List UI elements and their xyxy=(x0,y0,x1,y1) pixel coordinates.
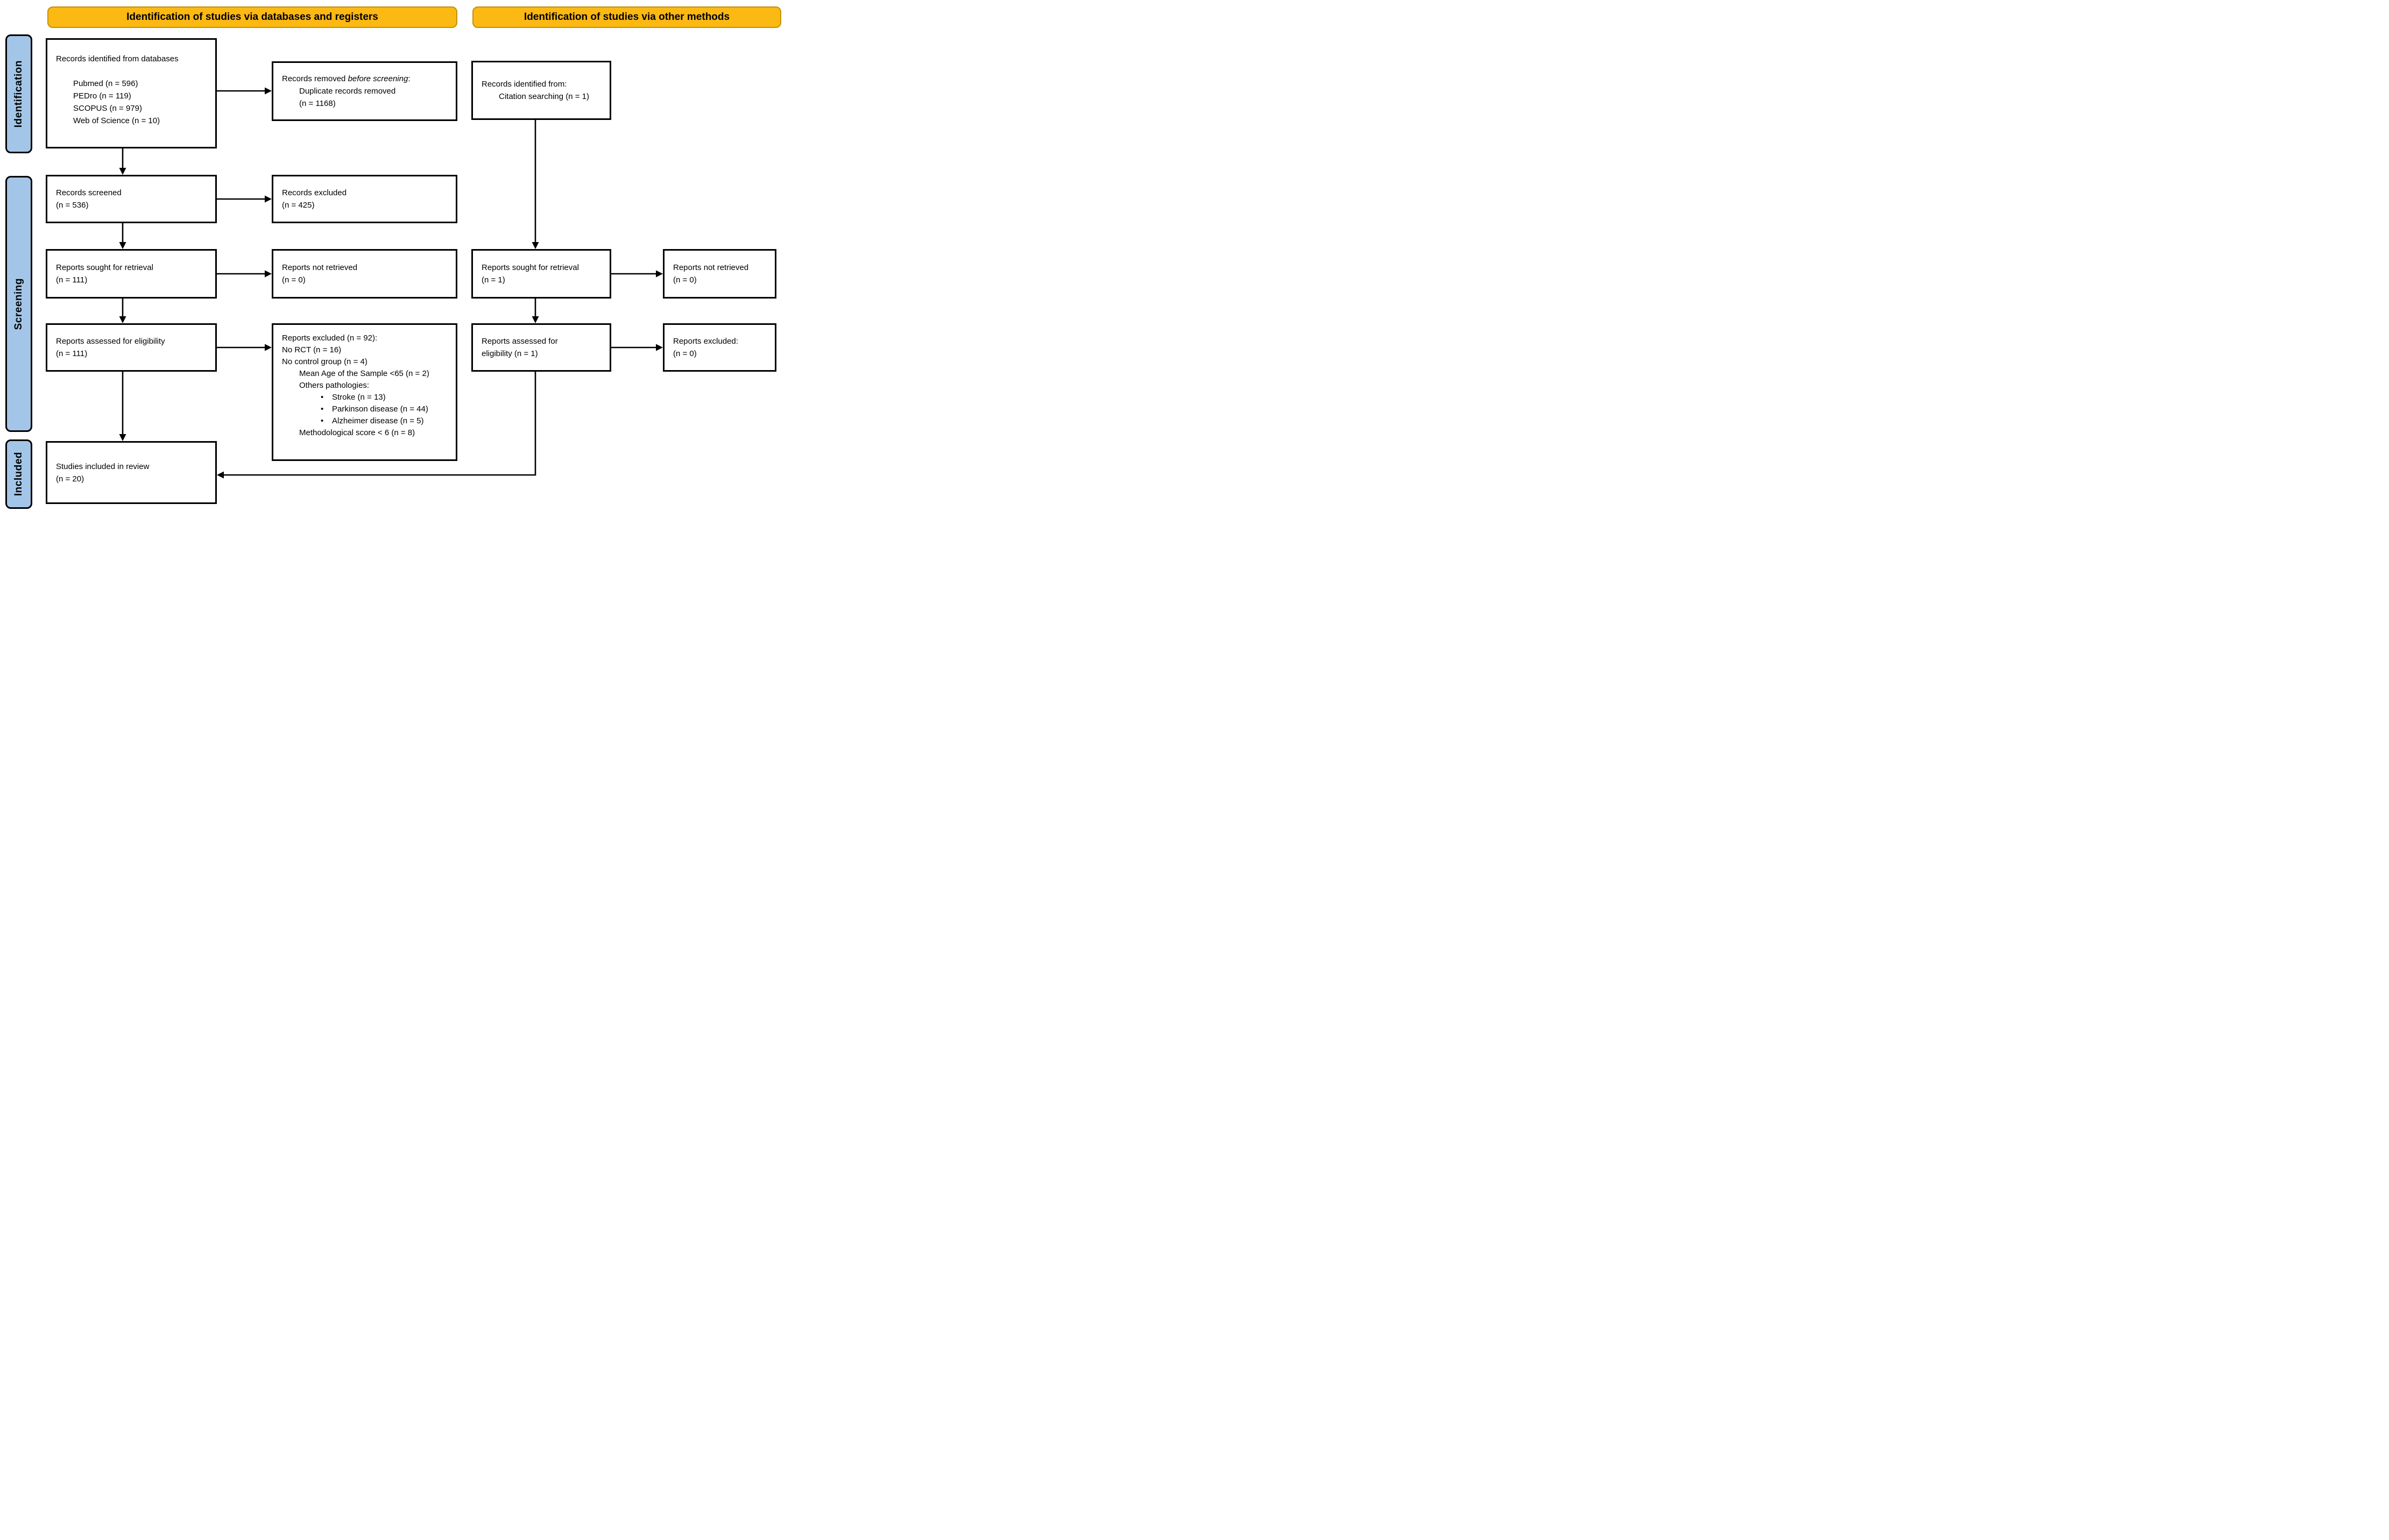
box-text-line: Reports excluded (n = 92): xyxy=(282,333,378,343)
banner-databases-registers: Identification of studies via databases … xyxy=(47,6,457,28)
arrow-assessed-other-to-excluded-other xyxy=(611,344,663,351)
arrow-citation-to-sought-other xyxy=(532,120,539,249)
box-text-line: Records excluded xyxy=(282,188,347,197)
arrow-sought-other-to-assessed-other xyxy=(532,299,539,323)
box-text-line: No control group (n = 4) xyxy=(282,357,367,366)
box-text-line: (n = 536) xyxy=(56,201,89,210)
box-studies-included: Studies included in review (n = 20) xyxy=(46,441,217,504)
box-text-line: Mean Age of the Sample <65 (n = 2) xyxy=(299,369,429,378)
box-text-line: (n = 1) xyxy=(482,275,505,285)
box-reports-sought-other: Reports sought for retrieval (n = 1) xyxy=(471,249,611,299)
arrow-screened-to-sought xyxy=(119,223,126,249)
stage-included: Included xyxy=(5,439,32,509)
box-text-line: Reports not retrieved xyxy=(673,263,749,272)
box-text-line: Others pathologies: xyxy=(299,381,370,390)
arrow-sought-to-not-retrieved xyxy=(217,270,272,278)
prisma-flow-diagram: Identification of studies via databases … xyxy=(0,0,796,515)
bullet-text: Parkinson disease (n = 44) xyxy=(332,404,428,414)
blank-line xyxy=(47,65,215,77)
database-count-item: Pubmed (n = 596) xyxy=(73,79,138,88)
box-text-line: eligibility (n = 1) xyxy=(482,349,538,358)
box-text-line: Reports not retrieved xyxy=(282,263,358,272)
arrow-screened-to-excluded xyxy=(217,195,272,203)
box-text-line: (n = 1168) xyxy=(299,99,336,108)
box-reports-sought: Reports sought for retrieval (n = 111) xyxy=(46,249,217,299)
box-text-line: Records screened xyxy=(56,188,122,197)
database-count-item: PEDro (n = 119) xyxy=(73,91,131,101)
box-records-excluded: Records excluded (n = 425) xyxy=(272,175,457,223)
database-count-item: SCOPUS (n = 979) xyxy=(73,104,142,113)
box-text-line: Records removed before screening: xyxy=(273,73,456,85)
bullet-dot xyxy=(321,415,332,427)
box-reports-excluded-other: Reports excluded: (n = 0) xyxy=(663,323,776,372)
box-text-line: No RCT (n = 16) xyxy=(282,345,342,354)
exclusion-bullet-item: Alzheimer disease (n = 5) xyxy=(273,415,456,427)
bullet-dot xyxy=(321,392,332,403)
box-text-line: Studies included in review xyxy=(56,462,150,471)
box-text-line: Reports sought for retrieval xyxy=(56,263,153,272)
text-italic: before screening xyxy=(348,74,408,83)
database-count-item: Web of Science (n = 10) xyxy=(73,116,160,125)
text-prefix: Records removed xyxy=(282,74,348,83)
bullet-text: Stroke (n = 13) xyxy=(332,393,386,402)
box-records-identified-other: Records identified from: Citation search… xyxy=(471,61,611,120)
box-text-line: Reports sought for retrieval xyxy=(482,263,579,272)
arrow-identified-to-screened xyxy=(119,148,126,175)
box-text-line: Reports excluded: xyxy=(673,337,738,346)
stage-identification: Identification xyxy=(5,34,32,153)
box-records-identified-databases: Records identified from databases Pubmed… xyxy=(46,38,217,148)
box-text-line: Reports assessed for eligibility xyxy=(56,337,165,346)
stage-screening-label: Screening xyxy=(13,278,24,330)
exclusion-bullet-item: Stroke (n = 13) xyxy=(273,392,456,403)
bullet-dot xyxy=(321,403,332,415)
box-text-line: (n = 0) xyxy=(673,349,697,358)
box-reports-not-retrieved-other: Reports not retrieved (n = 0) xyxy=(663,249,776,299)
box-text-line: (n = 111) xyxy=(56,275,88,285)
banner-other-methods-label: Identification of studies via other meth… xyxy=(524,11,730,23)
stage-included-label: Included xyxy=(13,452,24,496)
box-reports-assessed: Reports assessed for eligibility (n = 11… xyxy=(46,323,217,372)
box-reports-excluded-reasons: Reports excluded (n = 92): No RCT (n = 1… xyxy=(272,323,457,461)
box-records-removed-before-screening: Records removed before screening: Duplic… xyxy=(272,61,457,121)
box-records-screened: Records screened (n = 536) xyxy=(46,175,217,223)
box-text-line: Duplicate records removed xyxy=(299,87,396,96)
box-text-line: (n = 111) xyxy=(56,349,88,358)
box-reports-assessed-other: Reports assessed for eligibility (n = 1) xyxy=(471,323,611,372)
bullet-text: Alzheimer disease (n = 5) xyxy=(332,416,424,425)
arrow-assessed-to-included xyxy=(119,372,126,441)
box-text-line: (n = 0) xyxy=(282,275,306,285)
exclusion-bullet-item: Parkinson disease (n = 44) xyxy=(273,403,456,415)
arrow-identified-to-removed xyxy=(217,87,272,95)
arrow-sought-to-assessed xyxy=(119,299,126,323)
stage-identification-label: Identification xyxy=(13,60,24,128)
box-text-line: (n = 20) xyxy=(56,474,84,484)
arrow-sought-other-to-not-retrieved-other xyxy=(611,270,663,278)
arrow-assessed-to-excluded-reasons xyxy=(217,344,272,351)
box-text-line: Records identified from: xyxy=(482,80,567,89)
box-text-line: Citation searching (n = 1) xyxy=(499,92,590,101)
banner-other-methods: Identification of studies via other meth… xyxy=(472,6,781,28)
box-reports-not-retrieved: Reports not retrieved (n = 0) xyxy=(272,249,457,299)
stage-screening: Screening xyxy=(5,176,32,432)
box-text-line: Reports assessed for xyxy=(482,337,558,346)
box-text-line: (n = 425) xyxy=(282,201,315,210)
box-text-line: Records identified from databases xyxy=(56,54,179,63)
text-suffix: : xyxy=(408,74,411,83)
box-text-line: (n = 0) xyxy=(673,275,697,285)
banner-databases-registers-label: Identification of studies via databases … xyxy=(126,11,378,23)
box-text-line: Methodological score < 6 (n = 8) xyxy=(299,428,415,437)
